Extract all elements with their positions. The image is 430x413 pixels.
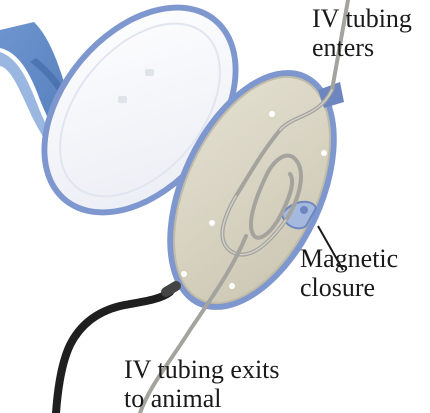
- label-iv-tubing-exits-line2: to animal: [124, 384, 280, 413]
- label-magnetic-closure-line2: closure: [300, 273, 398, 302]
- label-iv-tubing-exits-line1: IV tubing exits: [124, 355, 280, 384]
- label-magnetic-closure: Magnetic closure: [300, 244, 398, 302]
- label-magnetic-closure-line1: Magnetic: [300, 244, 398, 273]
- label-iv-tubing-exits: IV tubing exits to animal: [124, 355, 280, 413]
- label-iv-tubing-enters-line1: IV tubing: [312, 4, 412, 33]
- label-iv-tubing-enters: IV tubing enters: [312, 4, 412, 62]
- label-iv-tubing-enters-line2: enters: [312, 33, 412, 62]
